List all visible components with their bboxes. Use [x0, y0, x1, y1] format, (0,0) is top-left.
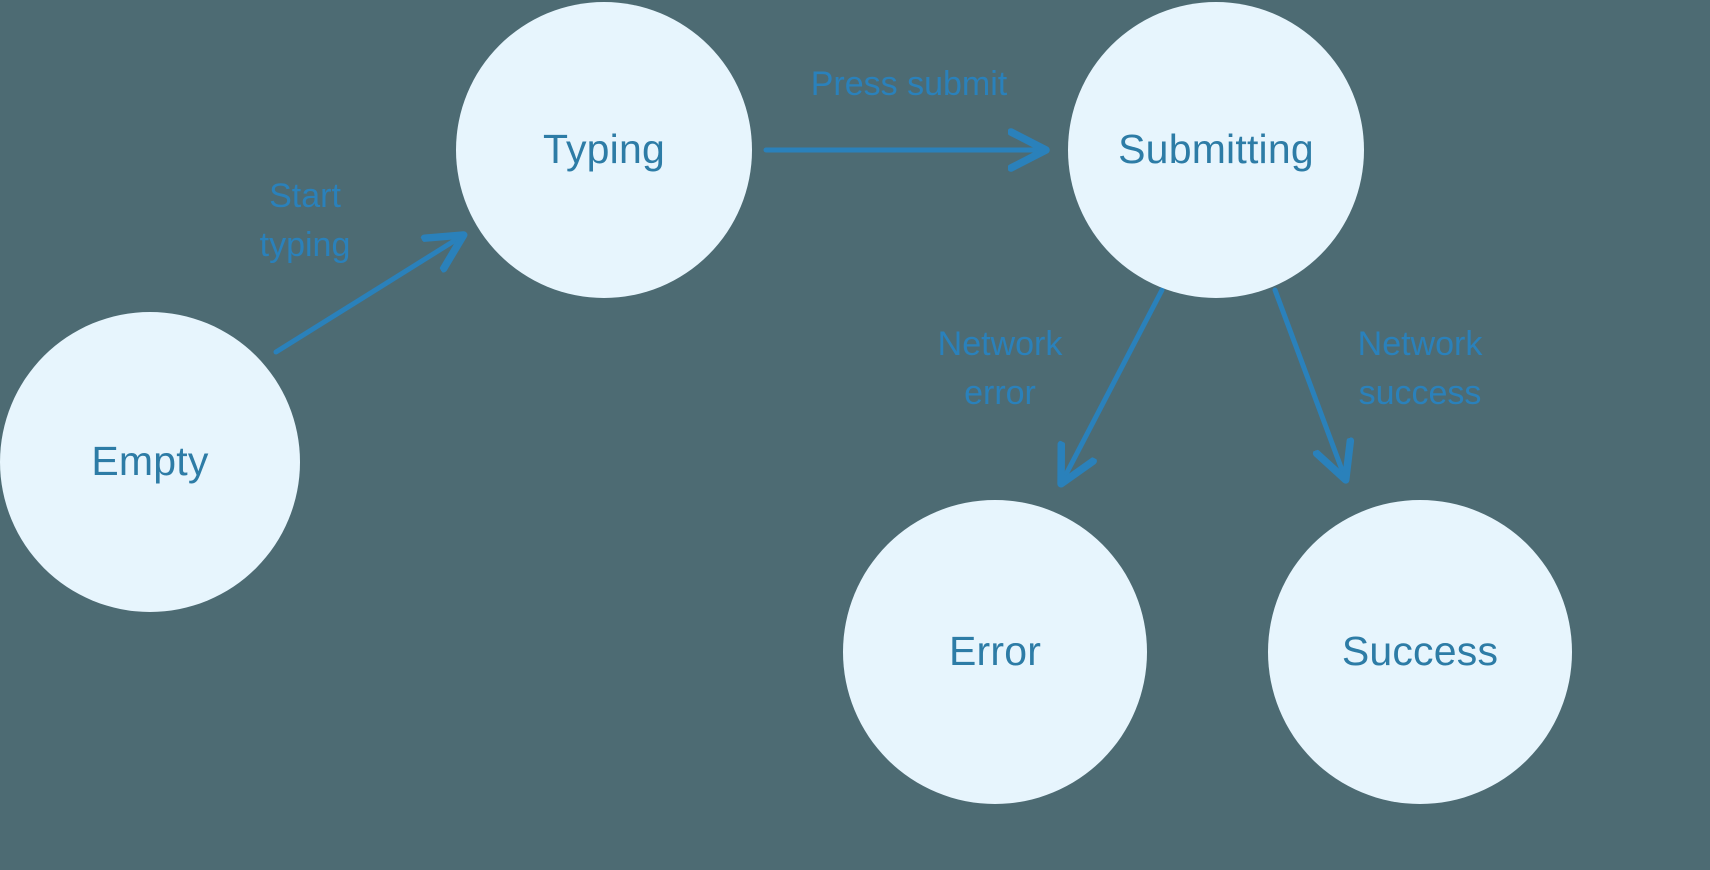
state-node-submitting-label: Submitting	[1118, 126, 1314, 173]
edge-label-network-error: Network error	[937, 325, 1063, 413]
state-node-success-label: Success	[1341, 628, 1499, 675]
edge-empty-to-typing	[273, 236, 462, 355]
state-node-error-label: Error	[948, 628, 1042, 675]
state-node-typing-label: Typing	[543, 126, 665, 173]
edge-submitting-to-success	[1272, 287, 1345, 478]
state-node-success[interactable]: Success	[1268, 500, 1572, 804]
state-node-submitting[interactable]: Submitting	[1068, 2, 1364, 298]
edge-label-start-typing: Start typing	[259, 177, 351, 265]
state-node-typing[interactable]: Typing	[456, 2, 752, 298]
edge-label-press-submit: Press submit	[810, 65, 1008, 103]
edge-label-network-success: Network success	[1357, 325, 1483, 413]
edge-submitting-to-error	[1062, 287, 1165, 482]
state-node-error[interactable]: Error	[843, 500, 1147, 804]
state-node-empty-label: Empty	[91, 438, 209, 485]
state-node-empty[interactable]: Empty	[0, 312, 300, 612]
